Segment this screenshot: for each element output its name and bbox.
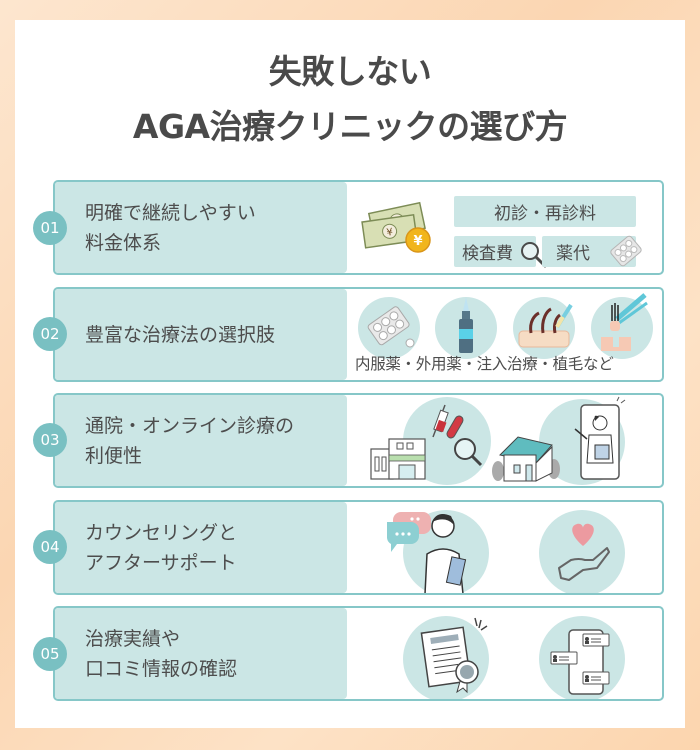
item-label: 明確で継続しやすい 料金体系 xyxy=(85,201,256,254)
item-number-badge: 02 xyxy=(33,317,67,351)
item-row-treatment-options: 豊富な治療法の選択肢 xyxy=(53,287,664,382)
title-line-2: AGA治療クリニックの選び方 xyxy=(132,107,568,146)
item-label: 豊富な治療法の選択肢 xyxy=(85,323,276,346)
item-label: 通院・オンライン診療の 利便性 xyxy=(85,414,295,467)
title-line-1: 失敗しない xyxy=(268,52,432,91)
item-number-badge: 03 xyxy=(33,423,67,457)
item-illustration: ¥ ¥ 初診・再診料 検査費 薬代 xyxy=(347,182,662,273)
pill-pack-icon xyxy=(367,306,415,348)
tag-consultation-fee: 初診・再診料 xyxy=(454,196,636,227)
item-number-badge: 04 xyxy=(33,530,67,564)
phone-reviews-icon xyxy=(550,629,610,695)
house-icon xyxy=(492,436,560,482)
item-illustration xyxy=(347,502,662,593)
hand-heart-icon xyxy=(558,523,610,581)
certificate-icon xyxy=(420,617,488,694)
svg-text:¥: ¥ xyxy=(413,234,422,249)
pill-pack-icon xyxy=(610,235,642,267)
item-illustration xyxy=(347,395,662,486)
item-illustration xyxy=(347,608,662,699)
hair-transplant-icon xyxy=(601,293,648,351)
doctor-counseling-icon xyxy=(387,512,467,593)
item-illustration: 内服薬・外用薬・注入治療・植毛など xyxy=(347,289,662,380)
item-label: 治療実績や 口コミ情報の確認 xyxy=(85,627,238,680)
scalp-injection-icon xyxy=(518,303,573,348)
page-title: 失敗しない AGA治療クリニックの選び方 xyxy=(0,44,700,154)
item-row-pricing: 明確で継続しやすい 料金体系 ¥ ¥ 初診・再診料 検査費 薬代 xyxy=(53,180,664,275)
item-number-badge: 01 xyxy=(33,211,67,245)
online-doctor-icon xyxy=(574,396,626,480)
svg-text:¥: ¥ xyxy=(386,227,394,239)
clinic-building-icon xyxy=(370,438,426,480)
item-row-counseling-support: カウンセリングと アフターサポート xyxy=(53,500,664,595)
test-tube-icon xyxy=(432,404,483,467)
item-row-track-record-reviews: 治療実績や 口コミ情報の確認 xyxy=(53,606,664,701)
item-row-access-convenience: 通院・オンライン診療の 利便性 xyxy=(53,393,664,488)
item-number-badge: 05 xyxy=(33,637,67,671)
money-yen-icon: ¥ ¥ xyxy=(361,201,431,253)
treatment-caption: 内服薬・外用薬・注入治療・植毛など xyxy=(355,355,614,373)
item-label: カウンセリングと アフターサポート xyxy=(85,521,238,574)
bottle-icon xyxy=(459,297,473,353)
